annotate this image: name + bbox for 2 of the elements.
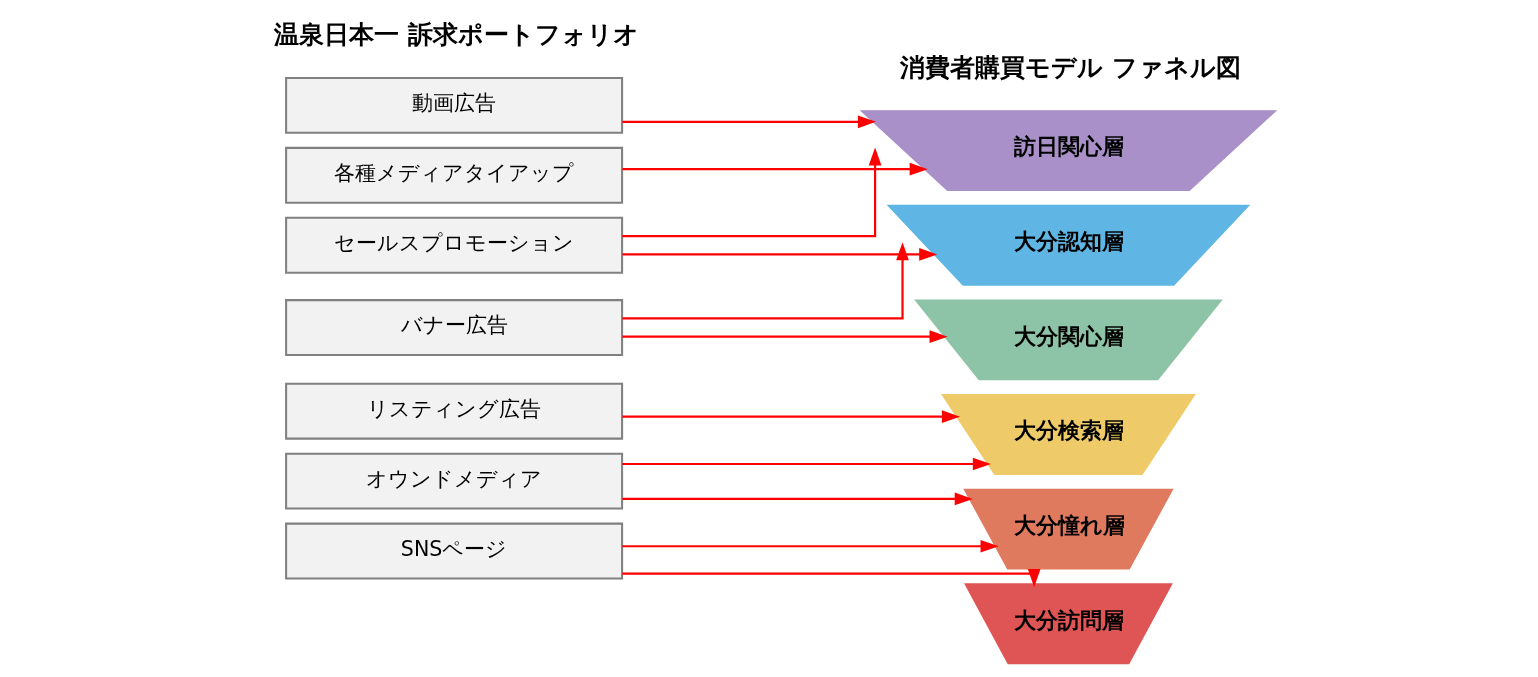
label: 消費者購買モデル ファネル図: [899, 52, 1241, 82]
label: 温泉日本一 訴求ポートフォリオ: [273, 19, 639, 49]
